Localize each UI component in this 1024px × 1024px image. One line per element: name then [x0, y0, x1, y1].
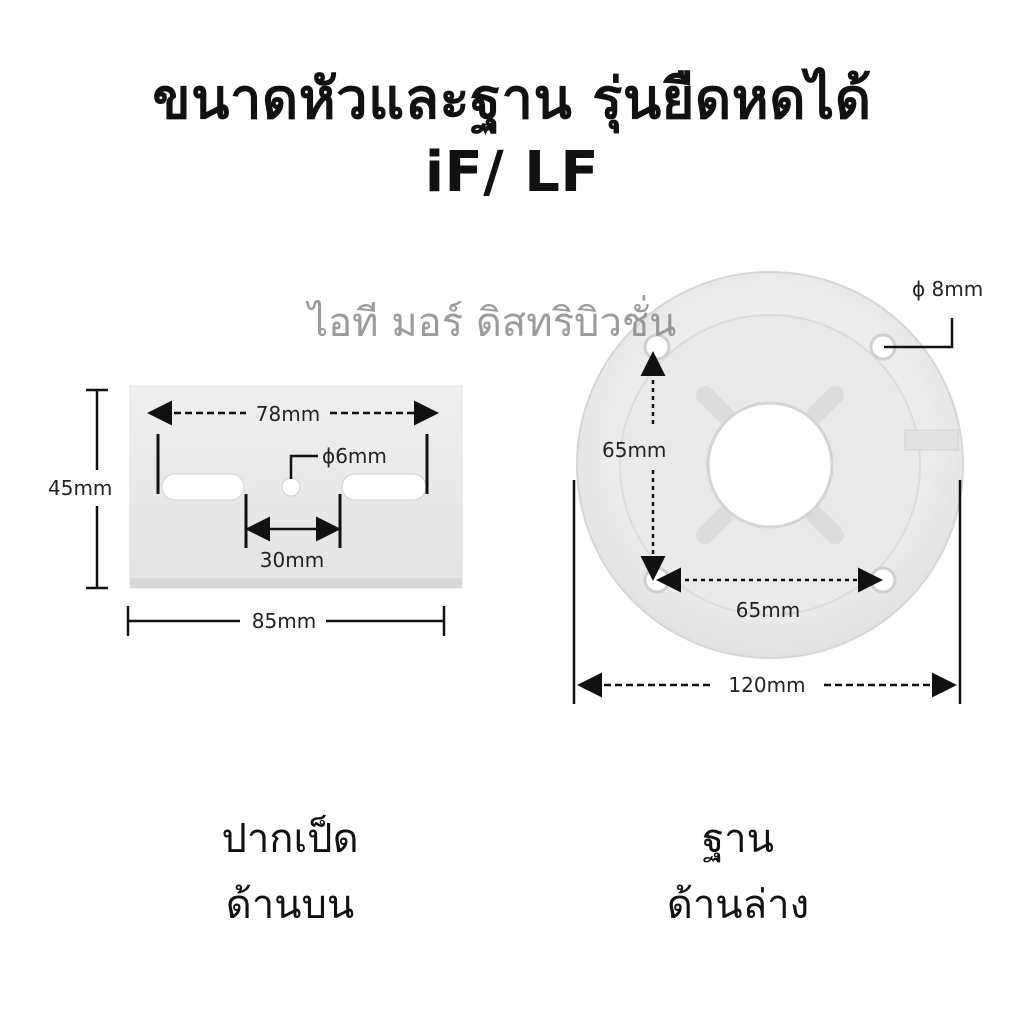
watermark-text: ไอที มอร์ ดิสทริบิวชั่น	[308, 300, 677, 346]
base-rib-1	[696, 386, 734, 424]
dim-45-label: 45mm	[48, 476, 112, 500]
dim-65h-label: 65mm	[736, 598, 800, 622]
dim-78-label: 78mm	[256, 402, 320, 426]
plate-slot-left	[161, 473, 245, 501]
plate-slot-right	[341, 473, 427, 501]
base-rib-2	[806, 386, 844, 424]
dim-phi8-leader	[884, 318, 954, 349]
dim-120-label: 120mm	[728, 673, 805, 697]
base-rib-3	[696, 506, 734, 544]
title-line-1: ขนาดหัวและฐาน รุ่นยืดหดได้	[152, 67, 872, 132]
caption-left-line-2: ด้านบน	[225, 882, 355, 928]
plate-edge	[130, 578, 462, 588]
base-plate: ϕ 8mm 65mm 65mm 120mm	[572, 271, 983, 704]
dim-65v-label: 65mm	[602, 438, 666, 462]
base-hole-bottom-left	[643, 566, 671, 594]
top-plate: 78mm ϕ6mm 30mm 45mm 85mm	[48, 385, 463, 636]
caption-left-line-1: ปากเป็ด	[221, 816, 359, 862]
dim-phi6-leader	[289, 454, 318, 479]
title-line-2: iF/ LF	[424, 140, 600, 205]
dim-30-label: 30mm	[260, 548, 324, 572]
caption-right-line-1: ฐาน	[702, 816, 774, 862]
base-hole-bottom-right	[869, 566, 897, 594]
dim-phi8-label: ϕ 8mm	[912, 277, 983, 301]
base-center-hole	[706, 401, 834, 529]
base-cable-notch	[904, 429, 959, 451]
caption-right-line-2: ด้านล่าง	[666, 882, 810, 928]
dim-phi6-label: ϕ6mm	[322, 444, 387, 468]
plate-center-hole	[281, 477, 301, 497]
dim-85-label: 85mm	[252, 609, 316, 633]
base-rib-4	[806, 506, 844, 544]
